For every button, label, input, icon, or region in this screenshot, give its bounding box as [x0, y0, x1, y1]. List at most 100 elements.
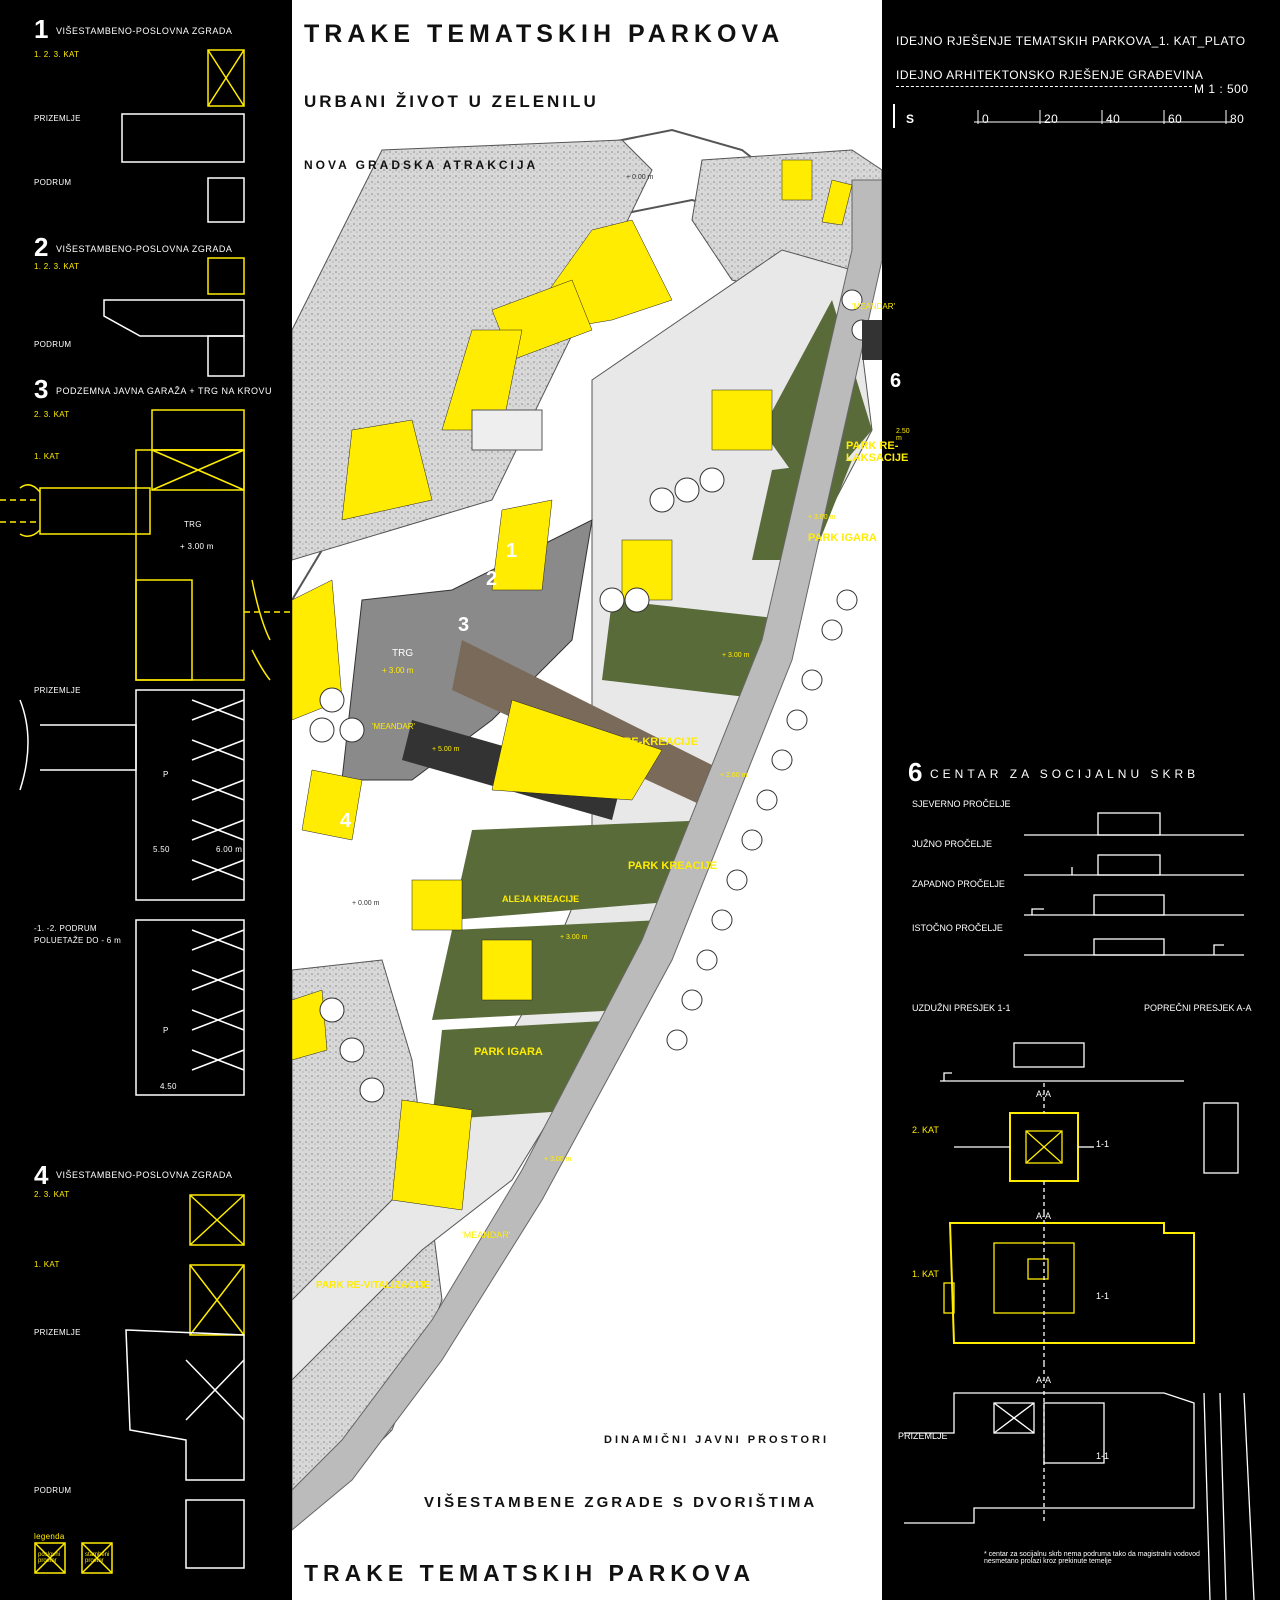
left-drawings: [0, 49, 290, 1574]
south-facade: JUŽNO PROČELJE: [912, 839, 993, 849]
map-level-260: + 2.60 m: [720, 772, 748, 779]
map-level-300c: + 3.00 m: [560, 934, 588, 941]
building2-number: 2: [34, 232, 49, 262]
social-center-title: CENTAR ZA SOCIJALNU SKRB: [930, 767, 1200, 781]
floor1-label: 1. KAT: [912, 1269, 939, 1279]
legend-item-business: poslovni prostor: [38, 1552, 61, 1564]
east-facade: ISTOČNO PROČELJE: [912, 923, 1003, 933]
scale-tick-0: 0: [982, 112, 990, 126]
building4-title: VIŠESTAMBENO-POSLOVNA ZGRADA: [56, 1170, 233, 1180]
site-plan-drawing: [292, 0, 882, 1600]
building3-basement: -1. -2. PODRUM: [34, 924, 97, 933]
map-aleja-kreacije: ALEJA KREACIJE: [502, 894, 580, 904]
map-level-300d: + 3.00 m: [544, 1156, 572, 1163]
map-number-6: 6: [890, 370, 902, 392]
parking-p1: P: [163, 770, 169, 779]
header-subtitle: URBANI ŽIVOT U ZELENILU: [304, 92, 599, 111]
map-number-2: 2: [486, 568, 498, 590]
map-level-300b: + 3.00 m: [722, 652, 750, 659]
section-11-3: 1-1: [1096, 1451, 1110, 1461]
footer-residential: VIŠESTAMBENE ZGRADE S DVORIŠTIMA: [424, 1494, 818, 1511]
map-level-300a: + 3.00 m: [808, 514, 836, 521]
building4-floor1: 1. KAT: [34, 1260, 60, 1269]
map-level-500: + 5.00 m: [432, 746, 460, 753]
building1-number: 1: [34, 14, 49, 44]
scale-tick-80: 80: [1230, 112, 1245, 126]
building4-number: 4: [34, 1160, 49, 1190]
info-line1: IDEJNO RJEŠENJE TEMATSKIH PARKOVA_1. KAT…: [896, 34, 1246, 48]
building1-floors: 1. 2. 3. KAT: [34, 50, 80, 59]
social-center-note: * centar za socijalnu skrb nema podruma …: [984, 1551, 1200, 1565]
building4-floors23: 2. 3. KAT: [34, 1190, 70, 1199]
scale-tick-60: 60: [1168, 112, 1183, 126]
map-park-kreacije: PARK KREACIJE: [628, 860, 718, 872]
map-park-igara-2: PARK IGARA: [474, 1046, 543, 1058]
section-aa-1: A-A: [1036, 1089, 1052, 1099]
section-longitudinal: UZDUŽNI PRESJEK 1-1: [912, 1003, 1011, 1013]
dimension-3: 4.50: [160, 1082, 177, 1091]
map-number-4: 4: [340, 810, 352, 832]
map-road-level-1: + 0.00 m: [626, 174, 654, 181]
building4-ground: PRIZEMLJE: [34, 1328, 81, 1337]
building3-trg-level: + 3.00 m: [180, 542, 214, 551]
section-transverse: POPREČNI PRESJEK A-A: [1144, 1003, 1252, 1013]
parking-p2: P: [163, 1026, 169, 1035]
map-level-250: 2.50 m: [896, 428, 910, 442]
map-park-igara-1: PARK IGARA: [808, 532, 877, 544]
map-number-3: 3: [458, 614, 470, 636]
footer-title: TRAKE TEMATSKIH PARKOVA: [304, 1560, 756, 1586]
building2-floors: 1. 2. 3. KAT: [34, 262, 80, 271]
scale-tick-40: 40: [1106, 112, 1121, 126]
legend-title: legenda: [34, 1532, 65, 1541]
section-aa-2: A-A: [1036, 1211, 1052, 1221]
info-line2: IDEJNO ARHITEKTONSKO RJEŠENJE GRAĐEVINA: [896, 68, 1204, 82]
scale-bar: [893, 104, 1232, 128]
building3-ground: PRIZEMLJE: [34, 686, 81, 695]
building2-title: VIŠESTAMBENO-POSLOVNA ZGRADA: [56, 244, 233, 254]
info-scale-label: M 1 : 500: [1194, 82, 1249, 96]
right-panel: 6 CENTAR ZA SOCIJALNU SKRB SJEVERNO PROČ…: [894, 757, 1280, 1600]
map-trg: TRG: [392, 648, 414, 659]
section-aa-3: A-A: [1036, 1375, 1052, 1385]
dimension-1: 5.50: [153, 845, 170, 854]
left-panel: 1 VIŠESTAMBENO-POSLOVNA ZGRADA 1. 2. 3. …: [0, 0, 292, 1600]
building3-floor1: 1. KAT: [34, 452, 60, 461]
building3-floors23: 2. 3. KAT: [34, 410, 70, 419]
right-drawings: [904, 812, 1255, 1600]
map-park-relaksacije: PARK RE-LAKSACIJE: [846, 440, 909, 464]
building4-basement: PODRUM: [34, 1486, 72, 1495]
social-center-number: 6: [908, 757, 923, 787]
building3-trg: TRG: [184, 520, 202, 529]
map-meandar-1: 'MEANDAR': [372, 722, 416, 731]
dimension-2: 6.00 m: [216, 845, 243, 854]
building2-basement: PODRUM: [34, 340, 72, 349]
map-trg-level: + 3.00 m: [382, 666, 414, 675]
section-11-1: 1-1: [1096, 1139, 1110, 1149]
north-facade: SJEVERNO PROČELJE: [912, 799, 1011, 809]
header-tagline: NOVA GRADSKA ATRAKCIJA: [304, 158, 539, 172]
map-park-rekreacije: PARK RE-KREACIJE: [590, 736, 698, 748]
floor2-label: 2. KAT: [912, 1125, 939, 1135]
info-divider: [896, 86, 1192, 87]
building1-title: VIŠESTAMBENO-POSLOVNA ZGRADA: [56, 26, 233, 36]
legend-item-residential: stambeni prostor: [85, 1552, 110, 1564]
building1-ground: PRIZEMLJE: [34, 114, 81, 123]
building3-number: 3: [34, 374, 49, 404]
building1-basement: PODRUM: [34, 178, 72, 187]
map-road-level-2: + 0.00 m: [352, 900, 380, 907]
map-park-revitalizacije: PARK RE-VITALIZACIJE: [316, 1280, 431, 1291]
map-number-1: 1: [506, 540, 518, 562]
ground-label: PRIZEMLJE: [898, 1431, 948, 1441]
footer-dynamic: DINAMIČNI JAVNI PROSTORI: [604, 1434, 829, 1446]
header-title: TRAKE TEMATSKIH PARKOVA: [304, 20, 785, 48]
building3-basement-note: POLUETAŽE DO - 6 m: [34, 936, 122, 945]
info-north: S: [906, 112, 915, 126]
west-facade: ZAPADNO PROČELJE: [912, 879, 1005, 889]
info-box: IDEJNO RJEŠENJE TEMATSKIH PARKOVA_1. KAT…: [882, 0, 1280, 140]
site-plan: TRAKE TEMATSKIH PARKOVA URBANI ŽIVOT U Z…: [292, 0, 910, 1600]
map-meandar-2: 'MEANDAR': [852, 302, 896, 311]
building3-title: PODZEMNA JAVNA GARAŽA + TRG NA KROVU: [56, 386, 272, 396]
scale-tick-20: 20: [1044, 112, 1059, 126]
map-meandar-3: 'MEANDAR': [462, 1230, 511, 1240]
section-11-2: 1-1: [1096, 1291, 1110, 1301]
